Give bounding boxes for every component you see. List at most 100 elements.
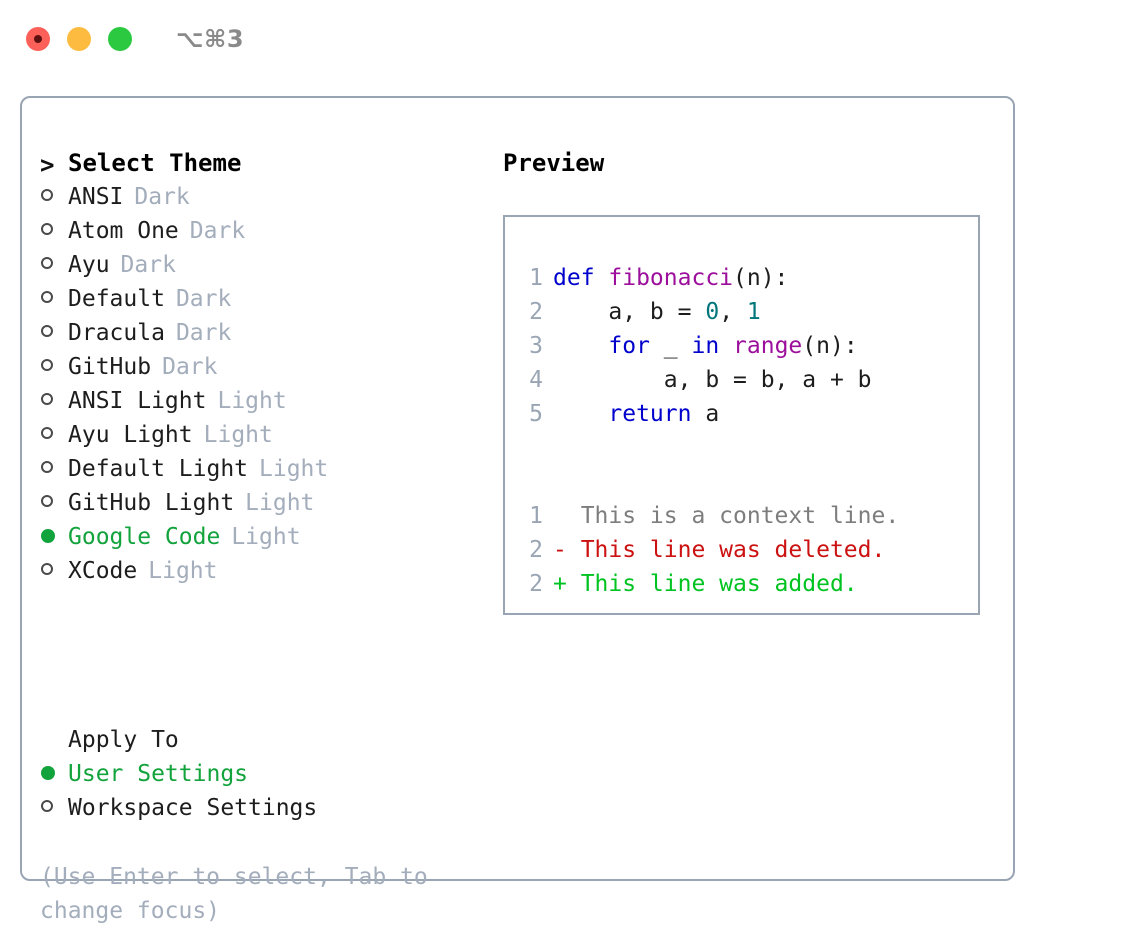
line-number: 1 <box>529 503 543 529</box>
preview-spacer <box>505 465 978 499</box>
close-icon <box>34 35 42 43</box>
theme-option-variant: Dark <box>189 218 246 244</box>
code-content: return a <box>553 397 719 431</box>
theme-picker-header: > Select Theme <box>40 146 490 180</box>
code-token: a, b = b, a + b <box>553 367 872 393</box>
theme-option-label: XCode <box>68 558 138 584</box>
preview-box: 1 def fibonacci(n): 2 a, b = 0, 1 3 for … <box>503 215 980 615</box>
code-token: (n): <box>733 265 789 291</box>
code-token <box>719 333 733 359</box>
code-content: a, b = b, a + b <box>553 363 872 397</box>
theme-option-github-light[interactable]: GitHub Light Light <box>40 486 490 520</box>
line-number: 2 <box>529 299 543 325</box>
theme-option-variant: Light <box>148 558 218 584</box>
code-line: 4 a, b = b, a + b <box>505 363 978 397</box>
theme-option-label: GitHub Light <box>68 490 235 516</box>
theme-option-ansi-dark[interactable]: ANSI Dark <box>40 180 490 214</box>
code-content: def fibonacci(n): <box>553 261 788 295</box>
theme-option-variant: Light <box>217 388 287 414</box>
theme-option-label: ANSI Light <box>68 388 207 414</box>
theme-option-variant: Dark <box>120 252 176 278</box>
theme-option-ansi-light[interactable]: ANSI Light Light <box>40 384 490 418</box>
window-shortcut-label: ⌥⌘3 <box>176 25 245 53</box>
theme-option-label: ANSI <box>68 184 124 210</box>
diff-line-added: 2 + This line was added. <box>505 567 978 601</box>
theme-picker: > Select Theme ANSI Dark Atom One Dark A… <box>40 146 490 588</box>
code-token: def <box>553 265 609 291</box>
line-number: 5 <box>529 401 543 427</box>
code-line: 3 for _ in range(n): <box>505 329 978 363</box>
code-token <box>553 333 608 359</box>
theme-option-variant: Dark <box>162 354 218 380</box>
code-token: a, b = <box>553 299 706 325</box>
preview-spacer <box>505 431 978 465</box>
code-line: 2 a, b = 0, 1 <box>505 295 978 329</box>
minimize-window-button[interactable] <box>67 27 91 51</box>
code-line: 5 return a <box>505 397 978 431</box>
theme-option-github-dark[interactable]: GitHub Dark <box>40 350 490 384</box>
code-token: , <box>719 299 747 325</box>
diff-line-deleted: 2 - This line was deleted. <box>505 533 978 567</box>
theme-option-label: Ayu Light <box>68 422 193 448</box>
theme-option-label: Default Light <box>68 456 249 482</box>
theme-option-label: Default <box>68 286 165 312</box>
apply-to-option-label: Workspace Settings <box>68 795 318 821</box>
theme-option-label: Atom One <box>68 218 179 244</box>
apply-to-header: Apply To <box>40 723 490 757</box>
diff-line-context: 1 This is a context line. <box>505 499 978 533</box>
code-token: (n): <box>802 333 858 359</box>
theme-option-default-dark[interactable]: Default Dark <box>40 282 490 316</box>
diff-content: + This line was added. <box>553 571 858 597</box>
theme-option-dracula-dark[interactable]: Dracula Dark <box>40 316 490 350</box>
line-number: 1 <box>529 265 543 291</box>
theme-option-variant: Dark <box>175 286 232 312</box>
panel-body: > Select Theme ANSI Dark Atom One Dark A… <box>22 98 1013 924</box>
code-token: 0 <box>705 299 720 325</box>
code-token: a <box>691 401 720 427</box>
code-token: range <box>733 333 803 359</box>
line-number: 2 <box>529 571 543 597</box>
code-token: 1 <box>746 299 761 325</box>
theme-picker-title: Select Theme <box>68 149 242 177</box>
code-line: 1 def fibonacci(n): <box>505 261 978 295</box>
apply-to-title: Apply To <box>68 727 179 753</box>
apply-to-option-user-settings[interactable]: User Settings <box>40 757 490 791</box>
code-content: for _ in range(n): <box>553 329 858 363</box>
theme-option-google-code-light[interactable]: Google Code Light <box>40 520 490 554</box>
preview-title: Preview <box>503 149 605 177</box>
theme-option-label: Dracula <box>68 320 165 346</box>
theme-option-label: Ayu <box>68 252 110 278</box>
theme-option-default-light[interactable]: Default Light Light <box>40 452 490 486</box>
theme-option-label: Google Code <box>68 524 221 550</box>
theme-option-variant: Light <box>245 490 315 516</box>
theme-option-ayu-light[interactable]: Ayu Light Light <box>40 418 490 452</box>
theme-option-atom-one-dark[interactable]: Atom One Dark <box>40 214 490 248</box>
line-number: 4 <box>529 367 543 393</box>
theme-option-variant: Dark <box>175 320 232 346</box>
theme-option-xcode-light[interactable]: XCode Light <box>40 554 490 588</box>
code-token: _ <box>649 333 692 359</box>
code-token <box>553 401 608 427</box>
main-panel: > Select Theme ANSI Dark Atom One Dark A… <box>20 96 1015 924</box>
keyboard-hint-text: (Use Enter to select, Tab to change focu… <box>40 864 428 924</box>
close-window-button[interactable] <box>26 27 50 51</box>
diff-content: - This line was deleted. <box>553 537 886 563</box>
theme-option-variant: Dark <box>134 184 190 210</box>
theme-option-variant: Light <box>203 422 273 448</box>
apply-to-option-label: User Settings <box>68 761 249 787</box>
theme-option-variant: Light <box>231 524 301 550</box>
code-token: return <box>608 401 692 427</box>
code-content: a, b = 0, 1 <box>553 295 761 329</box>
code-token: fibonacci <box>608 265 734 291</box>
theme-option-ayu-dark[interactable]: Ayu Dark <box>40 248 490 282</box>
line-number: 2 <box>529 537 543 563</box>
theme-option-label: GitHub <box>68 354 152 380</box>
preview-pane: Preview 1 def fibonacci(n): 2 a, b = 0, … <box>503 146 1003 615</box>
theme-option-variant: Light <box>259 456 329 482</box>
traffic-lights <box>26 27 132 51</box>
maximize-window-button[interactable] <box>108 27 132 51</box>
titlebar: ⌥⌘3 <box>0 0 1140 78</box>
apply-to-option-workspace-settings[interactable]: Workspace Settings <box>40 791 490 825</box>
code-token: for <box>608 333 650 359</box>
